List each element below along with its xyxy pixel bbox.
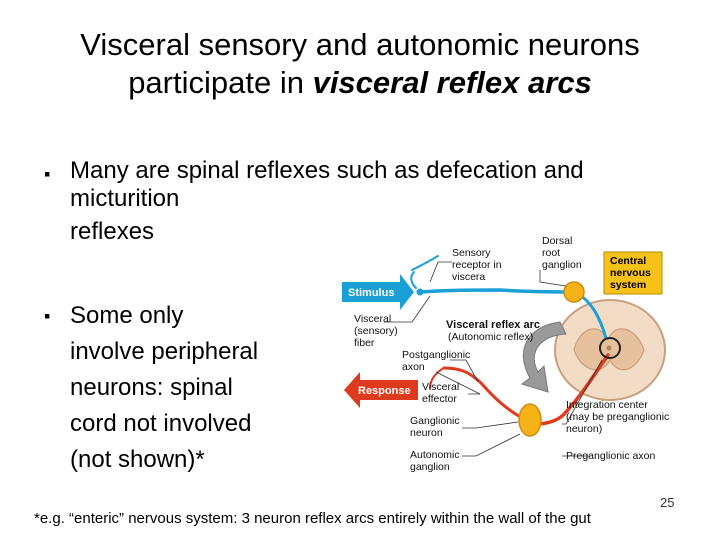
bullet-1-text: Many are spinal reflexes such as defecat… [70,156,704,252]
motor-pathway [429,353,610,426]
cns-label-line: system [610,279,646,291]
footnote: *e.g. “enteric” nervous system: 3 neuron… [34,510,591,527]
bullet-1-line: reflexes [70,218,155,245]
title-line-2: participate in visceral reflex arcs [0,64,720,102]
bullet-marker-icon: ▪ [44,164,51,184]
autonomic-ganglion-label: Autonomic [410,449,460,461]
ganglionic-neuron-label: neuron [410,427,443,439]
visceral-fiber-label: fiber [354,337,375,349]
bullet-2: ▪ Some only involve peripheral neurons: … [44,298,334,478]
integration-center-label: Integration center [566,399,648,411]
bullet-2-line: Some only [70,302,184,329]
visceral-fiber-label: Visceral [354,313,391,325]
visceral-fiber-label: (sensory) [354,325,398,337]
bullet-1: ▪ Many are spinal reflexes such as defec… [44,156,704,252]
postganglionic-axon-label: axon [402,361,425,373]
bullet-marker-icon: ▪ [44,306,51,326]
diagram-labels: Sensory receptor in viscera Dorsal root … [354,235,669,473]
response-label: Response [358,385,411,397]
bullet-1-line: micturition [70,185,180,212]
integration-center-label: (may be preganglionic [566,411,669,423]
sensory-receptor-label: Sensory [452,247,491,259]
autonomic-ganglion [518,403,542,437]
visceral-effector-label: effector [422,393,457,405]
reflex-arc-title: Visceral reflex arc [446,319,540,331]
sensory-receptor-icon [416,288,424,296]
bullet-2-line: neurons: spinal [70,374,233,401]
dorsal-root-ganglion-label: ganglion [542,259,582,271]
slide-number: 25 [660,495,675,510]
visceral-effector-label: Visceral [422,381,459,393]
cns-box: Central nervous system [603,251,663,295]
preganglionic-axon-label: Preganglionic axon [566,450,655,462]
visceral-reflex-arc-diagram: Stimulus Response Central nervous system… [342,235,669,473]
stimulus-label: Stimulus [348,287,394,299]
bullet-1-line: Many are spinal reflexes such as defecat… [70,157,584,184]
response-arrow: Response [344,372,418,408]
title-line-1: Visceral sensory and autonomic neurons [80,27,640,62]
integration-center-marker [599,337,621,359]
dorsal-root-ganglion [563,281,585,303]
cns-label-line: nervous [610,267,651,279]
slide-title: Visceral sensory and autonomic neurons p… [0,26,720,102]
bullet-2-line: cord not involved [70,410,252,437]
spinal-cord [554,299,666,401]
sensory-receptor-label: receptor in [452,259,502,271]
reflex-direction-arrow [520,321,567,393]
postganglionic-axon-label: Postganglionic [402,349,470,361]
reflex-arc-subtitle: (Autonomic reflex) [448,331,533,343]
cns-label-line: Central [610,255,646,267]
ganglionic-neuron-label: Ganglionic [410,415,460,427]
title-line-2-prefix: participate in [128,65,313,100]
autonomic-ganglion-label: ganglion [410,461,450,473]
bullet-2-line: involve peripheral [70,338,259,365]
stimulus-arrow: Stimulus [342,274,414,310]
dorsal-root-ganglion-label: Dorsal [542,235,572,247]
leader-lines [384,261,603,457]
title-emphasis: visceral reflex arcs [312,65,592,100]
dorsal-root-ganglion-label: root [542,247,560,259]
integration-center-label: neuron) [566,423,602,435]
bullet-2-line: (not shown)* [70,446,205,473]
sensory-receptor-label: viscera [452,271,485,283]
bullet-2-text: Some only involve peripheral neurons: sp… [70,298,334,478]
